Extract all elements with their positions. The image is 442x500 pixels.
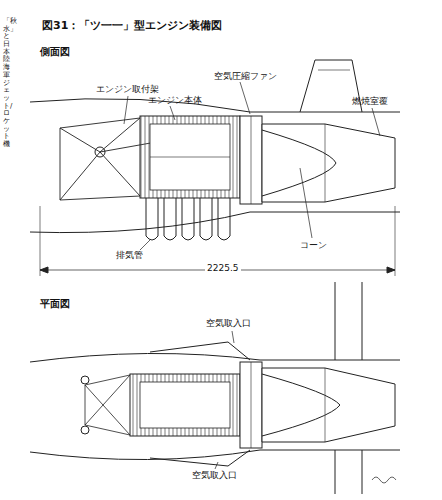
part-label: コーン [300,240,327,250]
view-label: 平面図 [40,298,70,310]
part-label: 空気取入口 [206,318,251,328]
margin-title: 「秋水」と日本陸海軍ジェット/ロケット機 [3,18,10,149]
part-label: エンジン取付架 [96,84,159,94]
part-label: 排気管 [116,250,143,260]
part-label: 空気圧縮ファン [214,71,277,81]
dimension: 2225.5 [205,263,241,273]
part-label: 空気取入口 [192,470,237,480]
part-label: 燃焼室覆 [352,96,388,106]
figure-title: 図31：「ツ一一」型エンジン装備図 [42,20,222,33]
view-label: 側面図 [40,46,70,58]
part-label: エンジン本体 [148,95,202,105]
